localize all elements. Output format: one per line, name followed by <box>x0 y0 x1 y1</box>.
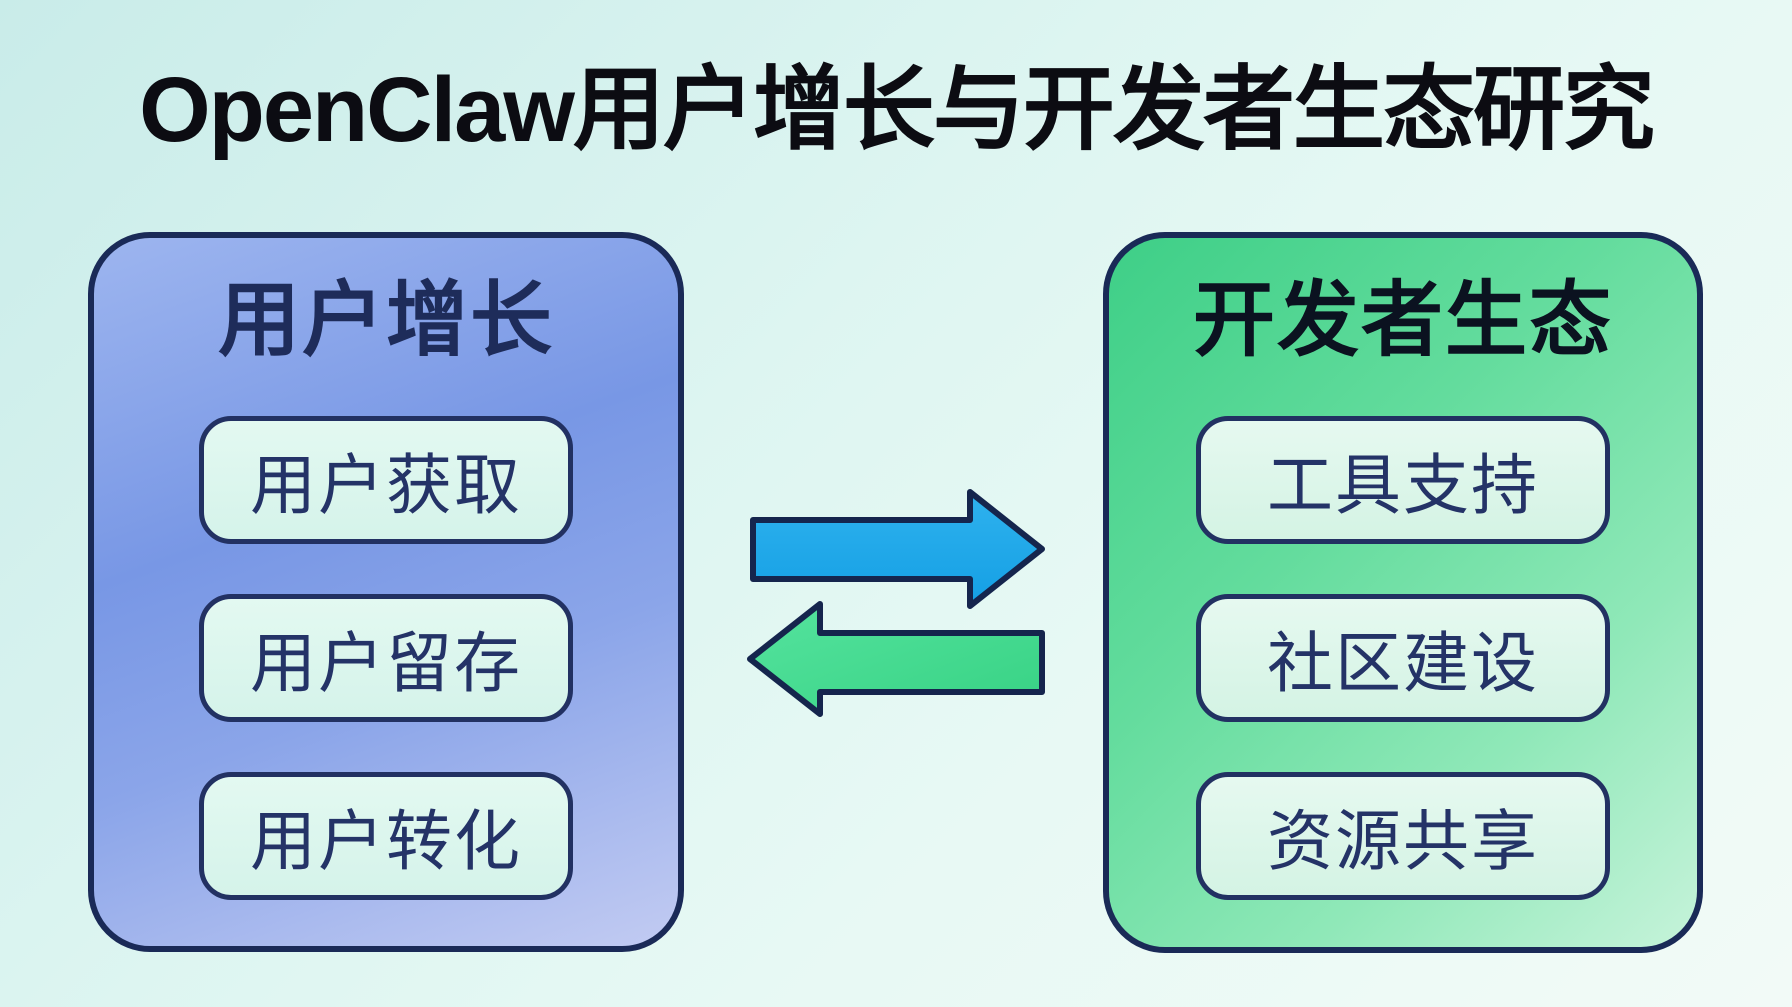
page-title: OpenClaw用户增长与开发者生态研究 <box>139 59 1655 161</box>
node-user-retention-label: 用户留存 <box>250 626 522 700</box>
node-user-conversion-label: 用户转化 <box>250 804 522 878</box>
user-growth-node-list: 用户获取 用户留存 用户转化 <box>199 416 573 900</box>
arrow-left-icon <box>747 601 1045 717</box>
panel-user-growth-heading: 用户增长 <box>217 275 554 366</box>
exchange-arrows <box>747 489 1045 717</box>
node-tool-support: 工具支持 <box>1196 416 1610 544</box>
node-user-conversion: 用户转化 <box>199 772 573 900</box>
node-resource-sharing: 资源共享 <box>1196 772 1610 900</box>
panel-developer-ecosystem-heading: 开发者生态 <box>1192 275 1613 366</box>
node-tool-support-label: 工具支持 <box>1267 448 1539 522</box>
node-user-acquisition-label: 用户获取 <box>250 448 522 522</box>
node-community-building-label: 社区建设 <box>1267 626 1539 700</box>
node-community-building: 社区建设 <box>1196 594 1610 722</box>
developer-ecosystem-node-list: 工具支持 社区建设 资源共享 <box>1196 416 1610 900</box>
panel-developer-ecosystem: 开发者生态 工具支持 社区建设 资源共享 <box>1103 232 1703 953</box>
panel-user-growth: 用户增长 用户获取 用户留存 用户转化 <box>88 232 684 952</box>
node-user-acquisition: 用户获取 <box>199 416 573 544</box>
node-user-retention: 用户留存 <box>199 594 573 722</box>
arrow-right-icon <box>750 489 1045 609</box>
node-resource-sharing-label: 资源共享 <box>1267 804 1539 878</box>
